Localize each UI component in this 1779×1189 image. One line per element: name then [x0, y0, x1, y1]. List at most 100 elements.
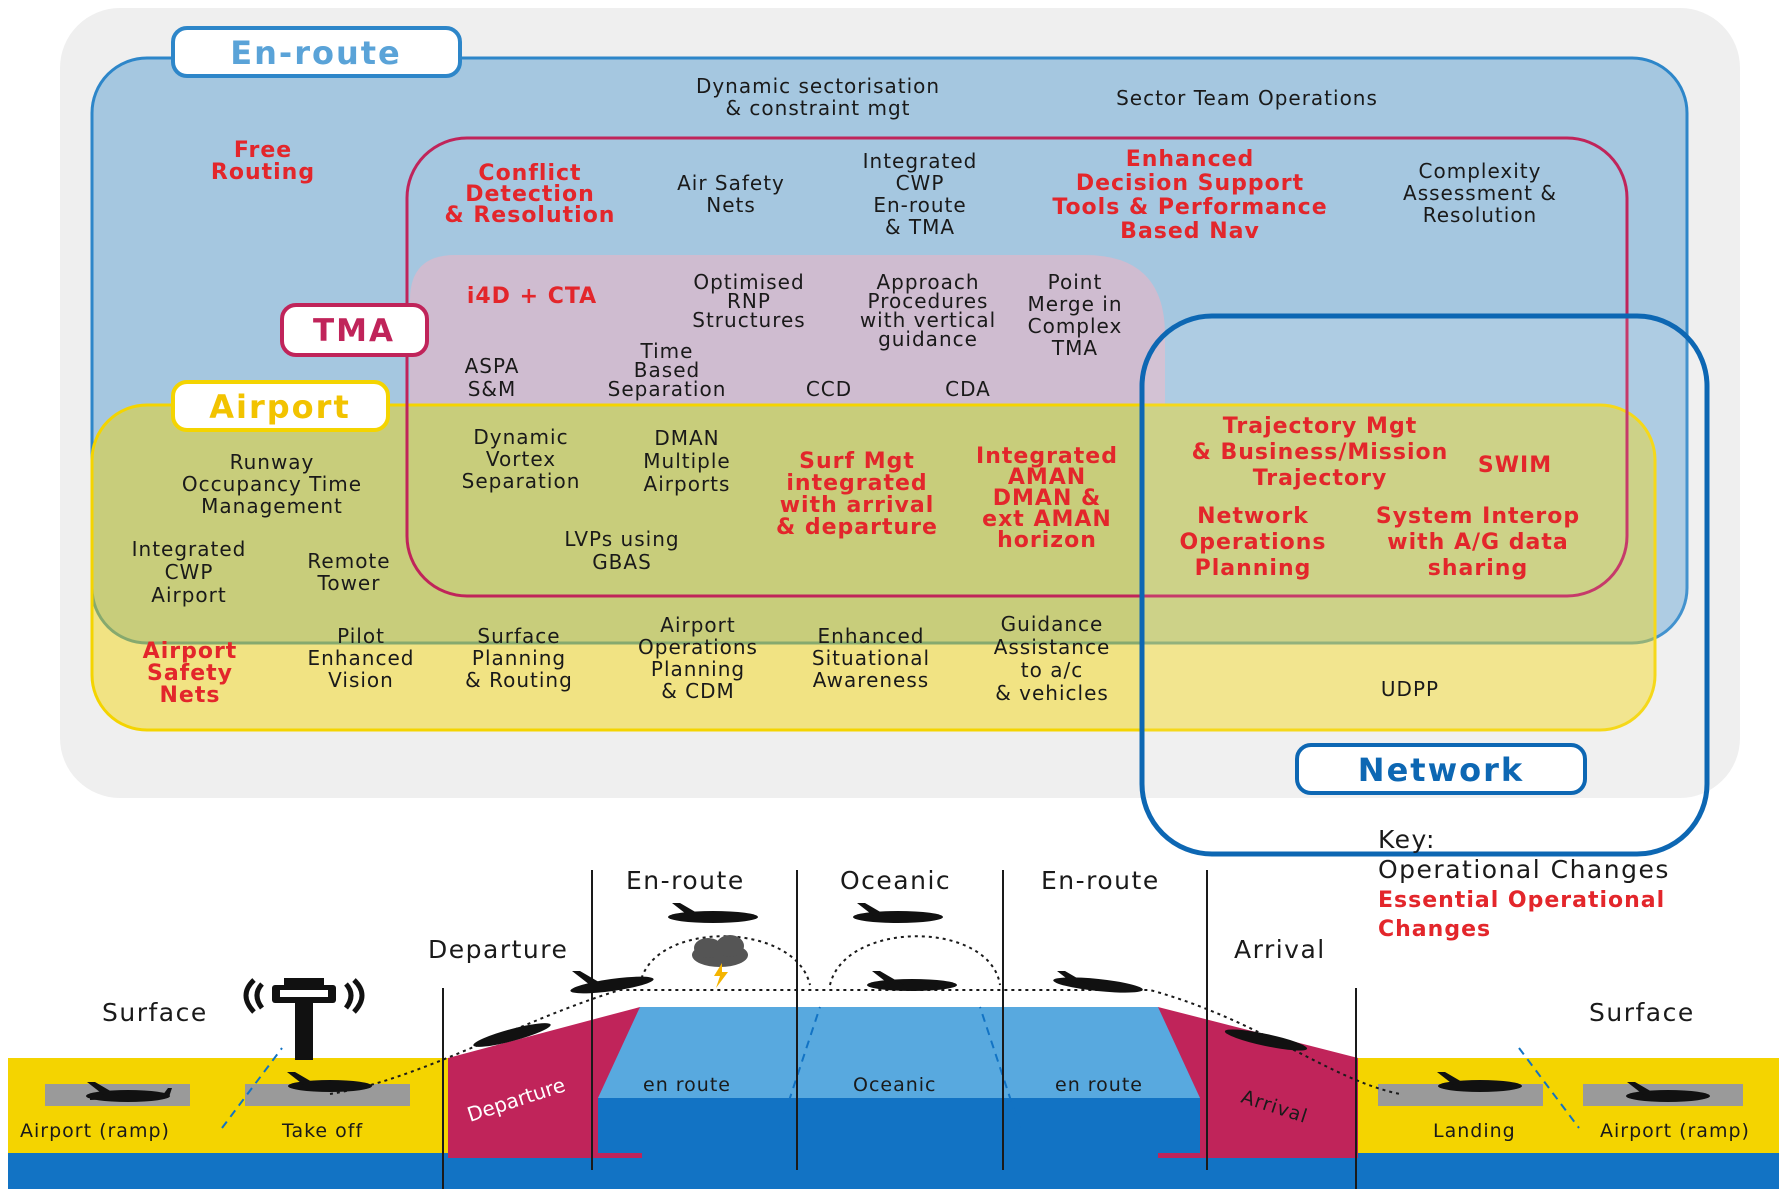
label-line: System Interop — [1376, 504, 1580, 529]
label-line: Resolution — [1423, 203, 1538, 227]
label-line: with A/G data — [1387, 530, 1568, 555]
phase-enroute-left: En-route — [626, 866, 745, 895]
label-line: Essential Operational — [1378, 888, 1665, 913]
ground-landing: Landing — [1433, 1120, 1516, 1142]
label-line: Dynamic — [473, 425, 568, 449]
label-line: Network — [1197, 504, 1309, 529]
label-line: & departure — [776, 515, 938, 540]
label-line: integrated — [786, 471, 927, 496]
label-line: Complexity — [1419, 159, 1542, 183]
cruise-lower-band — [598, 1098, 1200, 1153]
aircraft-icon — [86, 903, 1710, 1102]
label-line: Integrated — [863, 149, 978, 173]
label-line: DMAN — [654, 426, 719, 450]
label-line: Remote — [307, 549, 390, 573]
cruise-plateau — [598, 1007, 1200, 1098]
label-line: Complex — [1028, 314, 1123, 338]
label-line: DMAN & — [993, 486, 1101, 511]
label-line: Tower — [317, 571, 381, 595]
label-line: & vehicles — [995, 681, 1109, 705]
label-line: CWP — [165, 560, 214, 584]
label-line: Optimised — [693, 270, 804, 294]
ground-oceanic: Oceanic — [853, 1074, 937, 1096]
label-line: CDA — [945, 377, 991, 401]
phase-oceanic: Oceanic — [840, 866, 951, 895]
phase-enroute-right: En-route — [1041, 866, 1160, 895]
label-line: Tools & Performance — [1052, 195, 1327, 220]
label-line: Separation — [608, 377, 727, 401]
label-line: & Routing — [465, 668, 573, 692]
label-line: & Resolution — [445, 203, 616, 228]
label-line: Procedures — [868, 289, 989, 313]
label-line: Vision — [328, 668, 394, 692]
label-line: Separation — [462, 469, 581, 493]
label-line: Trajectory Mgt — [1223, 414, 1417, 439]
label-line: horizon — [997, 528, 1097, 553]
label-line: GBAS — [592, 550, 652, 574]
tma-region — [410, 255, 1165, 405]
phase-surface-left: Surface — [102, 998, 208, 1027]
label-line: Situational — [812, 646, 930, 670]
label-line: Point — [1048, 270, 1103, 294]
label-line: Safety — [147, 661, 233, 686]
takeoff-pad — [245, 1084, 410, 1106]
label-line: Occupancy Time — [182, 472, 362, 496]
label-line: Assessment & — [1403, 181, 1557, 205]
key-legend: Key: Operational Changes Essential Opera… — [1378, 825, 1668, 942]
label-line: Changes — [1378, 917, 1491, 942]
ground-profile: Surface Departure En-route Oceanic En-ro… — [8, 866, 1779, 1189]
i4d-cta: i4D + CTA — [467, 284, 597, 309]
network-tag: Network — [1295, 743, 1587, 795]
ccd: CCD — [806, 377, 852, 401]
label-line: with arrival — [780, 493, 935, 518]
label-line: & CDM — [661, 679, 735, 703]
label-line: Management — [201, 494, 343, 518]
airport-tag-label: Airport — [209, 388, 350, 426]
label-line: Time — [640, 339, 694, 363]
label-line: to a/c — [1021, 658, 1083, 682]
swim: SWIM — [1478, 453, 1552, 478]
label-line: Operations — [638, 635, 758, 659]
ground-airport-ramp-left: Airport (ramp) — [20, 1120, 170, 1142]
label-line: Nets — [706, 193, 756, 217]
label-line: CWP — [896, 171, 945, 195]
label-line: ext AMAN — [982, 507, 1112, 532]
label-line: Merge in — [1027, 292, 1122, 316]
label-line: Multiple — [643, 449, 730, 473]
label-line: Airports — [644, 472, 731, 496]
label-line: Operations — [1180, 530, 1327, 555]
label-line: Free — [234, 138, 292, 163]
label-line: En-route — [873, 193, 966, 217]
label-line: Nets — [160, 683, 221, 708]
label-line: Based Nav — [1120, 219, 1260, 244]
label-line: with vertical — [860, 308, 996, 332]
label-line: Approach — [876, 270, 979, 294]
label-line: Awareness — [813, 668, 929, 692]
enroute-tag: En-route — [171, 26, 462, 78]
ground-airport-ramp-right: Airport (ramp) — [1600, 1120, 1750, 1142]
label-line: AMAN — [1008, 465, 1086, 490]
label-line: UDPP — [1381, 677, 1439, 701]
label-line: Pilot — [337, 624, 385, 648]
